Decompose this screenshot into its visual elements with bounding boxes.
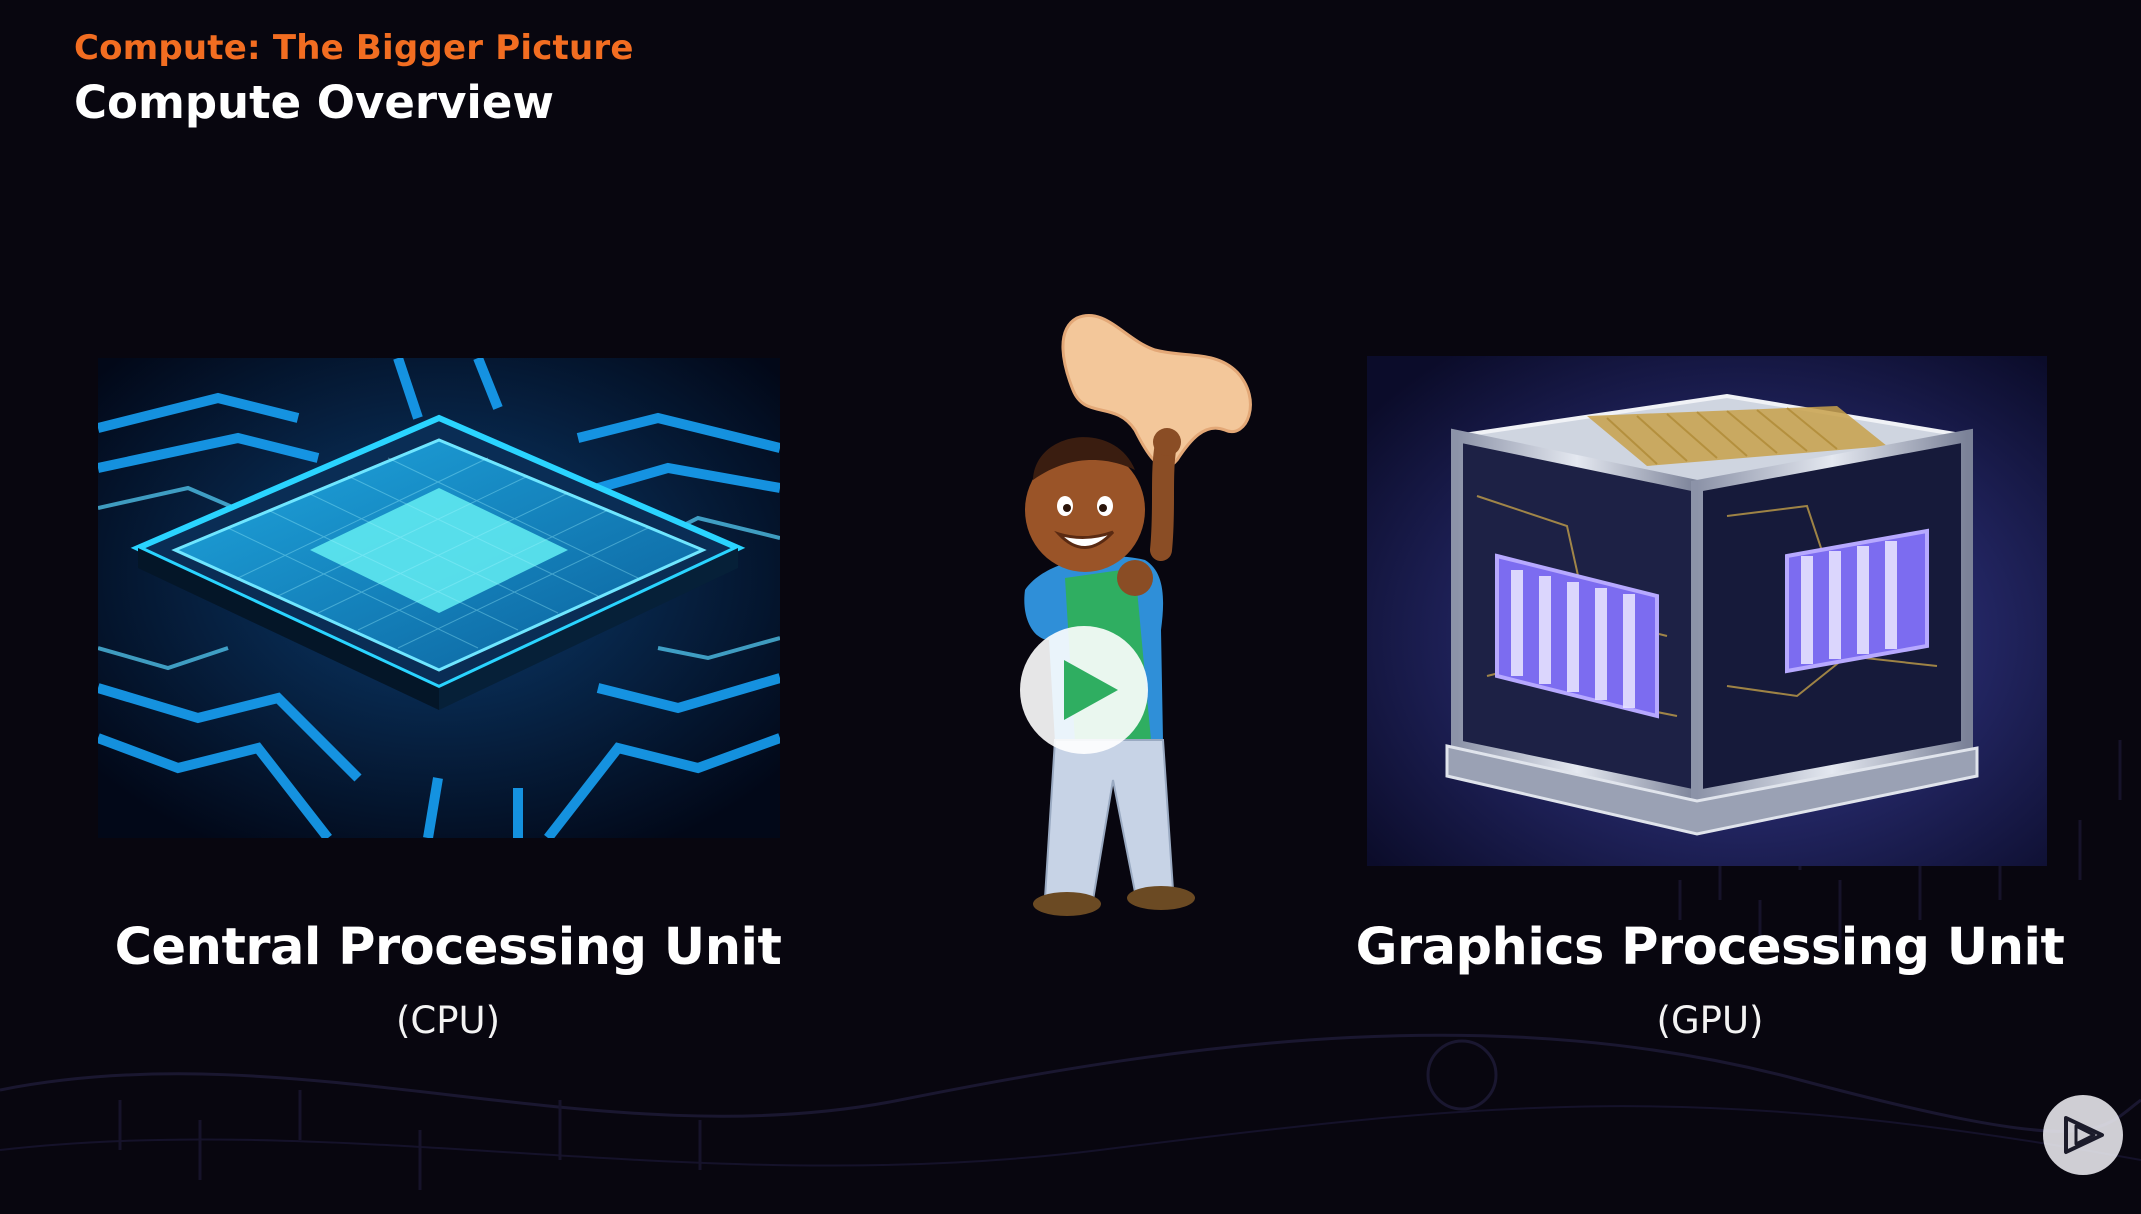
slide-header: Compute: The Bigger Picture Compute Over… [74,28,634,129]
course-title: Compute: The Bigger Picture [74,28,634,68]
gpu-hardware-image [1367,356,2047,866]
pluralsight-logo-icon [2064,1116,2104,1154]
gpu-name: Graphics Processing Unit [1355,918,2065,977]
cpu-abbreviation: (CPU) [395,999,501,1042]
slide-title: Compute Overview [74,76,554,129]
brand-logo-button[interactable] [2043,1095,2123,1175]
character-illustration [1024,314,1252,916]
cpu-name: Central Processing Unit [114,918,782,977]
gpu-label: Graphics Processing Unit (GPU) [1330,918,2090,1042]
play-icon [1064,660,1118,720]
gpu-abbreviation: (GPU) [1656,999,1764,1042]
cpu-chip-image [98,358,780,838]
cpu-label: Central Processing Unit (CPU) [68,918,828,1042]
play-button[interactable] [1020,626,1148,754]
